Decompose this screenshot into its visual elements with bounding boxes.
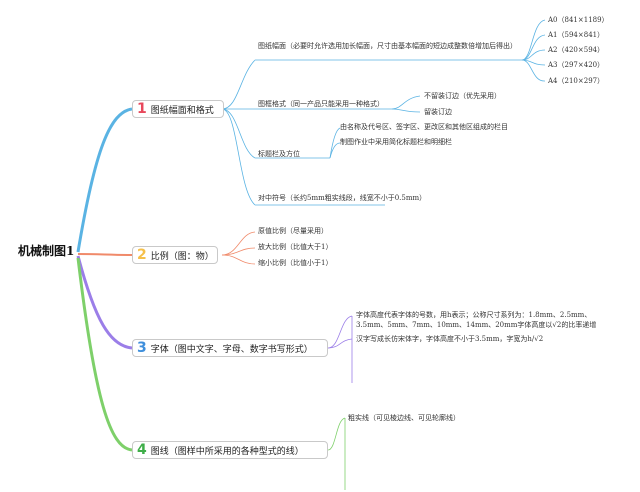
topic-2-label: 比例（图：物）: [150, 251, 214, 262]
root-node[interactable]: 机械制图1: [18, 244, 75, 258]
leaf-original-scale[interactable]: 原值比例（尽量采用）: [258, 227, 328, 235]
branch-line-2: [77, 253, 133, 256]
leaf-chinese-font[interactable]: 汉字写成长仿宋体字，字体高度不小于3.5mm，字宽为h/√2: [356, 335, 544, 343]
topic-3-label: 字体（图中文字、字母、数字书写形式）: [150, 344, 313, 355]
leaf-a2[interactable]: A2（420×594）: [548, 46, 605, 54]
subtopic-title-block[interactable]: 标题栏及方位: [258, 150, 300, 158]
branch-line-4: [76, 257, 133, 452]
topic-2[interactable]: 2 比例（图：物）: [132, 246, 218, 264]
topic-4-number: 4: [137, 442, 147, 458]
leaf-a1[interactable]: A1（594×841）: [548, 31, 605, 39]
leaf-thick-solid-line[interactable]: 粗实线（可见棱边线、可见轮廓线）: [348, 414, 460, 422]
leaf-a4[interactable]: A4（210×297）: [548, 77, 605, 85]
branch-line-1: [76, 107, 133, 253]
topic-3[interactable]: 3 字体（图中文字、字母、数字书写形式）: [132, 339, 328, 357]
topic-4-label: 图线（图样中所采用的各种型式的线）: [150, 446, 304, 457]
leaf-a0[interactable]: A0（841×1189）: [548, 16, 609, 24]
topic-2-number: 2: [137, 247, 147, 263]
leaf-simplified-title-block[interactable]: 制图作业中采用简化标题栏和明细栏: [340, 138, 452, 146]
leaf-title-block-areas[interactable]: 由名称及代号区、签字区、更改区和其他区组成的栏目: [340, 123, 508, 131]
leaf-no-binding-margin[interactable]: 不留装订边（优先采用）: [424, 92, 501, 100]
leaf-enlarge-scale[interactable]: 放大比例（比值大于1）: [258, 243, 333, 251]
topic-3-number: 3: [137, 340, 147, 356]
subtopic-paper-size[interactable]: 图纸幅面（必要时允许选用加长幅面，尺寸由基本幅面的短边成整数倍增加后得出）: [258, 42, 517, 50]
leaf-reduce-scale[interactable]: 缩小比例（比值小于1）: [258, 259, 333, 267]
topic-1-number: 1: [137, 101, 147, 117]
leaf-a3[interactable]: A3（297×420）: [548, 61, 605, 69]
leaf-font-height[interactable]: 字体高度代表字体的号数，用h表示；公称尺寸系列为：1.8mm、2.5mm、3.5…: [356, 311, 597, 329]
topic-1-label: 图纸幅面和格式: [150, 105, 214, 116]
subtopic-frame-format[interactable]: 图框格式（同一产品只能采用一种格式）: [258, 100, 384, 108]
branch-line-3: [76, 255, 133, 350]
leaf-binding-margin[interactable]: 留装订边: [424, 108, 452, 116]
topic-1[interactable]: 1 图纸幅面和格式: [132, 100, 224, 118]
topic-4[interactable]: 4 图线（图样中所采用的各种型式的线）: [132, 441, 328, 459]
subtopic-centering-mark[interactable]: 对中符号（长约5mm粗实线段，线宽不小于0.5mm）: [258, 194, 427, 202]
